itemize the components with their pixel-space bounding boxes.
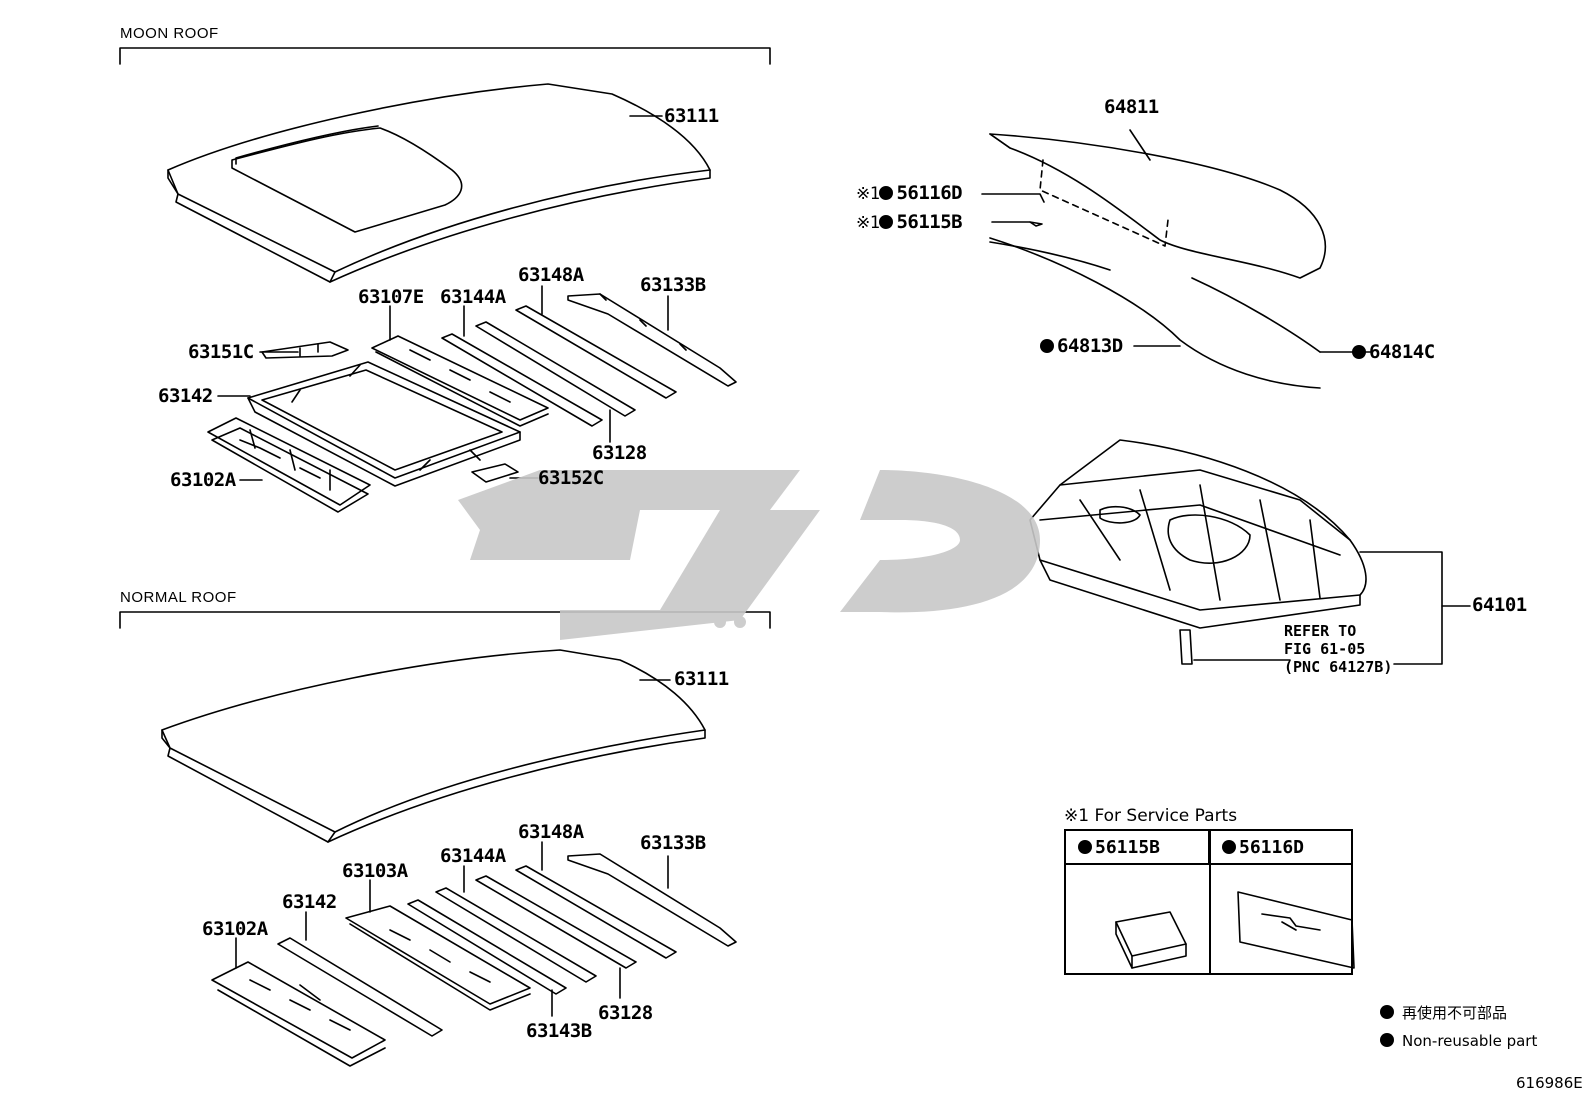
label-63111-moon[interactable]: 63111 xyxy=(664,105,719,127)
part-63152C xyxy=(471,463,519,483)
legend-jp-text: 再使用不可部品 xyxy=(1402,1004,1508,1022)
label-63107E[interactable]: 63107E xyxy=(358,286,424,308)
label-63148A-normal[interactable]: 63148A xyxy=(518,821,584,843)
refer-line-1: REFER TO xyxy=(1284,622,1357,640)
service-part-56116D-drawing xyxy=(1237,891,1355,969)
part-64101-rear-body xyxy=(1029,439,1367,665)
non-reusable-dot-icon xyxy=(1040,339,1054,353)
service-parts-table: 56115B 56116D xyxy=(1064,829,1353,975)
label-63144A-normal[interactable]: 63144A xyxy=(440,845,506,867)
service-mark: ※1 xyxy=(856,213,880,233)
figure-id: 616986E xyxy=(1516,1074,1583,1092)
col-label: 56115B xyxy=(1095,837,1161,858)
label-64813D[interactable]: 64813D xyxy=(1040,337,1123,356)
part-63103A xyxy=(345,905,531,1011)
label-63152C[interactable]: 63152C xyxy=(538,467,604,489)
label-63143B[interactable]: 63143B xyxy=(526,1020,592,1042)
label-56115B[interactable]: ※1 56115B xyxy=(856,211,963,233)
part-63102A-normal xyxy=(211,961,386,1067)
refer-line-2: FIG 61-05 xyxy=(1284,640,1366,658)
service-part-56115B-drawing xyxy=(1115,911,1187,969)
non-reusable-dot-icon xyxy=(1352,345,1366,359)
part-63151C-moon xyxy=(261,341,349,359)
label-63148A-moon[interactable]: 63148A xyxy=(518,264,584,286)
part-number-text: 56115B xyxy=(896,211,963,233)
leader-64811 xyxy=(1129,129,1151,161)
table-divider xyxy=(1209,831,1211,973)
normal-roof-title: NORMAL ROOF xyxy=(120,589,237,606)
service-col-56115B[interactable]: 56115B xyxy=(1066,831,1210,865)
label-64811[interactable]: 64811 xyxy=(1104,96,1159,118)
label-63128-moon[interactable]: 63128 xyxy=(592,442,647,464)
moon-roof-title: MOON ROOF xyxy=(120,25,219,42)
part-63144A-normal xyxy=(407,875,637,995)
service-col-56116D[interactable]: 56116D xyxy=(1210,831,1351,865)
label-63102A-moon[interactable]: 63102A xyxy=(170,469,236,491)
part-number-text: 56116D xyxy=(896,182,963,204)
service-mark: ※1 xyxy=(856,184,880,204)
label-63128-normal[interactable]: 63128 xyxy=(598,1002,653,1024)
part-63142-normal xyxy=(277,937,443,1037)
part-63102A-moon xyxy=(207,417,371,513)
part-64811-rear-glass xyxy=(989,133,1327,279)
part-56115B-clip xyxy=(1029,221,1043,227)
non-reusable-dot-icon xyxy=(879,186,894,200)
non-reusable-dot-icon xyxy=(1222,840,1236,854)
legend-jp: 再使用不可部品 xyxy=(1380,1005,1507,1021)
service-parts-title: ※1 For Service Parts xyxy=(1064,806,1238,826)
label-63142-normal[interactable]: 63142 xyxy=(282,891,337,913)
non-reusable-dot-icon xyxy=(1380,1033,1394,1047)
label-64101[interactable]: 64101 xyxy=(1472,594,1527,616)
non-reusable-dot-icon xyxy=(1078,840,1092,854)
moon-roof-bracket xyxy=(119,47,771,65)
label-56116D[interactable]: ※1 56116D xyxy=(856,182,963,204)
part-63142-moon-frame xyxy=(247,361,521,487)
part-number-text: 64813D xyxy=(1057,335,1123,357)
part-63144A-moon xyxy=(441,321,636,427)
label-63133B-moon[interactable]: 63133B xyxy=(640,274,706,296)
col-label: 56116D xyxy=(1239,837,1305,858)
part-number-text: 64814C xyxy=(1369,341,1435,363)
label-63133B-normal[interactable]: 63133B xyxy=(640,832,706,854)
refer-line-3: (PNC 64127B) xyxy=(1284,658,1393,676)
part-63148A-moon xyxy=(515,305,677,399)
label-63151C[interactable]: 63151C xyxy=(188,341,254,363)
dashed-link xyxy=(1039,159,1169,247)
part-63133B-moon xyxy=(567,293,737,387)
part-63133B-normal xyxy=(567,853,737,947)
non-reusable-dot-icon xyxy=(879,215,894,229)
normal-roof-panel xyxy=(161,649,706,843)
non-reusable-dot-icon xyxy=(1380,1005,1394,1019)
label-64814C[interactable]: 64814C xyxy=(1352,343,1435,362)
part-64813D-molding xyxy=(989,237,1321,389)
label-63144A-moon[interactable]: 63144A xyxy=(440,286,506,308)
legend-en-text: Non-reusable part xyxy=(1402,1032,1538,1050)
leader-56116D xyxy=(981,193,1045,203)
normal-roof-bracket xyxy=(119,611,771,629)
label-63142-moon[interactable]: 63142 xyxy=(158,385,213,407)
moon-roof-panel xyxy=(167,83,711,283)
label-63103A[interactable]: 63103A xyxy=(342,860,408,882)
part-64814C-molding xyxy=(1191,277,1321,353)
watermark xyxy=(458,470,1040,640)
part-63148A-normal xyxy=(515,865,677,959)
label-63111-normal[interactable]: 63111 xyxy=(674,668,729,690)
leader-64101 xyxy=(1359,551,1443,665)
legend-en: Non-reusable part xyxy=(1380,1033,1537,1049)
label-63102A-normal[interactable]: 63102A xyxy=(202,918,268,940)
